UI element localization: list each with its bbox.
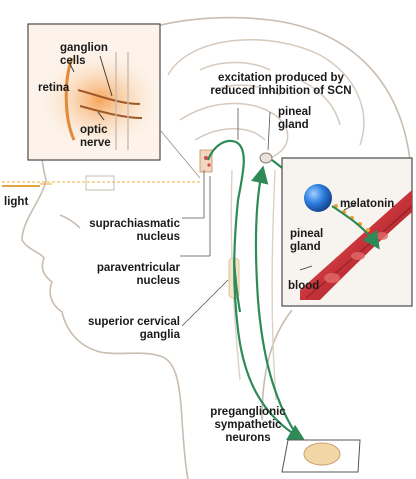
label-light: light <box>4 196 29 208</box>
pineal-inset <box>281 157 413 307</box>
label-blood: blood <box>288 280 320 292</box>
label-retina: retina <box>38 82 70 94</box>
blood-vessel-icon <box>300 190 412 300</box>
light-ray-icon <box>2 175 200 191</box>
brain-outline <box>167 39 365 159</box>
label-melatonin: melatonin <box>340 198 395 210</box>
eye-connector-line <box>159 129 201 179</box>
leader-lines <box>180 111 271 327</box>
pineal-gland-sphere-icon <box>304 184 332 212</box>
preganglionic-plate <box>281 439 361 473</box>
pineal-gland-small <box>259 152 273 164</box>
eye-inset <box>27 23 161 161</box>
